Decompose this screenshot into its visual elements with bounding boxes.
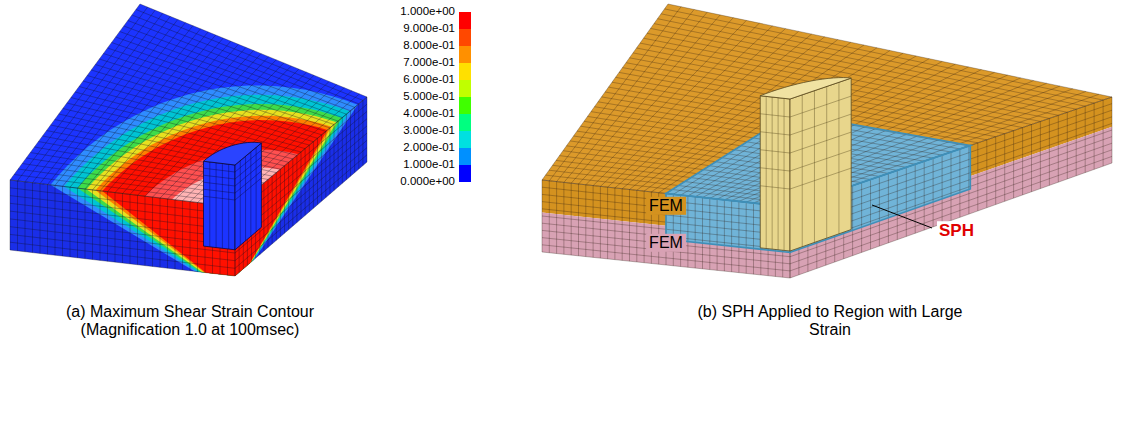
colorbar-value: 0.000e+00: [400, 175, 455, 188]
colorbar-value: 4.000e-01: [403, 107, 455, 120]
colorbar-value: 6.000e-01: [403, 73, 455, 86]
colorbar-value: 1.000e-01: [403, 158, 455, 171]
pile-section: [760, 96, 790, 251]
pile-section: [204, 161, 236, 250]
colorbar-segment: [459, 12, 471, 29]
colorbar-segment: [459, 114, 471, 131]
colorbar-value: 8.000e-01: [403, 39, 455, 52]
region-label: FEM: [646, 197, 686, 215]
pile-section: [790, 78, 851, 251]
colorbar-segment: [459, 29, 471, 46]
figure-caption: (b) SPH Applied to Region with Large Str…: [680, 303, 980, 340]
colorbar-segment: [459, 148, 471, 165]
mesh-line: [204, 147, 262, 249]
leader-line: [872, 205, 932, 228]
mesh-line: [542, 180, 790, 278]
colorbar-value: 3.000e-01: [403, 124, 455, 137]
colorbar-segment: [459, 131, 471, 148]
colorbar-value: 9.000e-01: [403, 22, 455, 35]
region-label: SPH: [937, 221, 976, 241]
colorbar-segment: [459, 97, 471, 114]
mesh-line: [760, 82, 851, 250]
colorbar-value: 2.000e-01: [403, 141, 455, 154]
pile-top: [204, 142, 262, 165]
colorbar-segment: [459, 80, 471, 97]
colorbar-value: 7.000e-01: [403, 56, 455, 69]
colorbar-segment: [459, 46, 471, 63]
figure-caption: (a) Maximum Shear Strain Contour (Magnif…: [40, 303, 340, 340]
colorbar-value: 5.000e-01: [403, 90, 455, 103]
colorbar-segment: [459, 165, 471, 182]
mesh-line: [235, 97, 367, 276]
mesh-line: [10, 180, 235, 276]
pile-top: [760, 78, 851, 99]
colorbar-value: 1.000e+00: [400, 5, 455, 18]
colorbar-segment: [459, 63, 471, 80]
region-label: FEM: [646, 234, 686, 252]
